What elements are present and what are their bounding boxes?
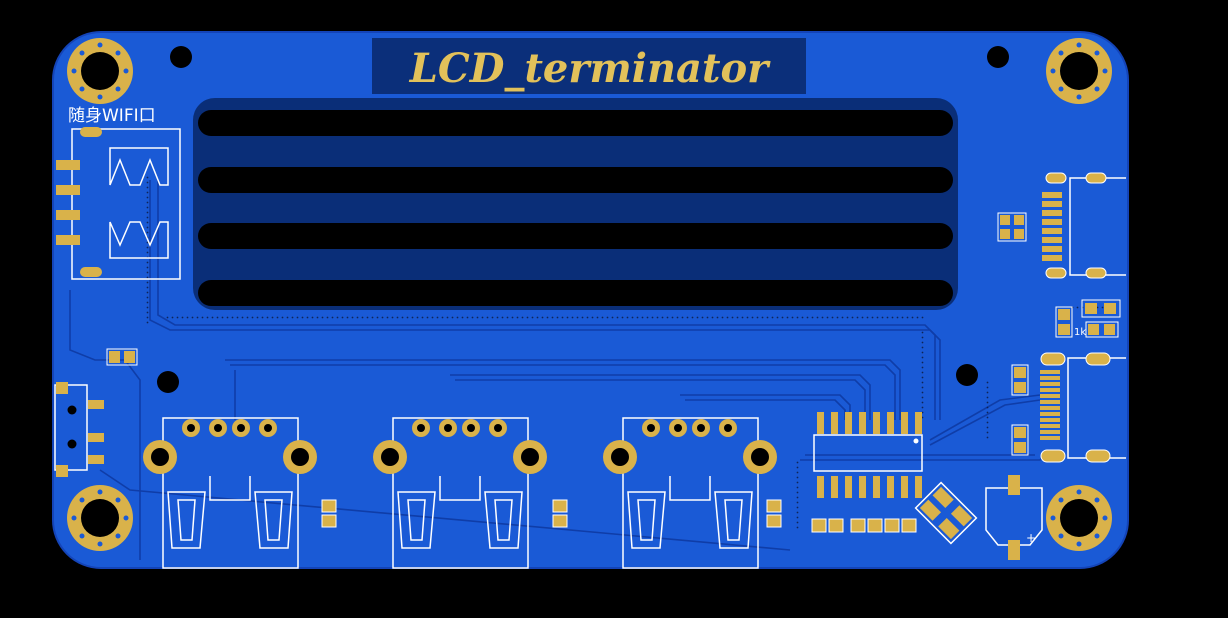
usb-port-2	[373, 417, 547, 569]
npth-hole	[170, 46, 192, 68]
electrolytic-capacitor: +	[985, 475, 1043, 560]
npth-hole	[956, 364, 978, 386]
npth-hole	[987, 46, 1009, 68]
resistor-label: 1k	[1074, 327, 1086, 338]
wifi-usb-port	[56, 127, 181, 280]
mounting-hole-bottom-right	[1046, 485, 1112, 551]
lcd-slot	[198, 280, 953, 306]
mounting-hole-top-right	[1046, 38, 1112, 104]
ic-sop16	[813, 412, 923, 498]
polarity-mark: +	[1026, 531, 1036, 545]
mounting-hole-bottom-left	[67, 485, 133, 551]
resistor-left	[106, 348, 138, 366]
npth-hole	[157, 371, 179, 393]
lcd-slot	[198, 110, 953, 136]
lcd-slot	[198, 167, 953, 193]
copper-traces	[69, 180, 1051, 560]
capacitors-usb	[321, 499, 782, 528]
usb-port-1	[143, 417, 317, 569]
wifi-port-label: 随身WIFI口	[68, 106, 156, 126]
lcd-slot	[198, 223, 953, 249]
usb-c-upper	[997, 172, 1126, 279]
usb-port-3	[603, 417, 777, 569]
resistor-1k: 1k	[1055, 299, 1121, 338]
usb-c-lower	[1011, 352, 1126, 463]
board-title: LCD_terminator	[409, 45, 771, 92]
slide-switch	[54, 382, 104, 477]
lcd-window	[193, 98, 958, 310]
smd-passives	[811, 518, 917, 533]
lcd-slots	[198, 110, 953, 306]
title-banner	[372, 38, 806, 94]
mounting-hole-top-left	[67, 38, 133, 104]
npth-holes	[157, 46, 1009, 393]
crystal-4pad	[914, 481, 978, 545]
